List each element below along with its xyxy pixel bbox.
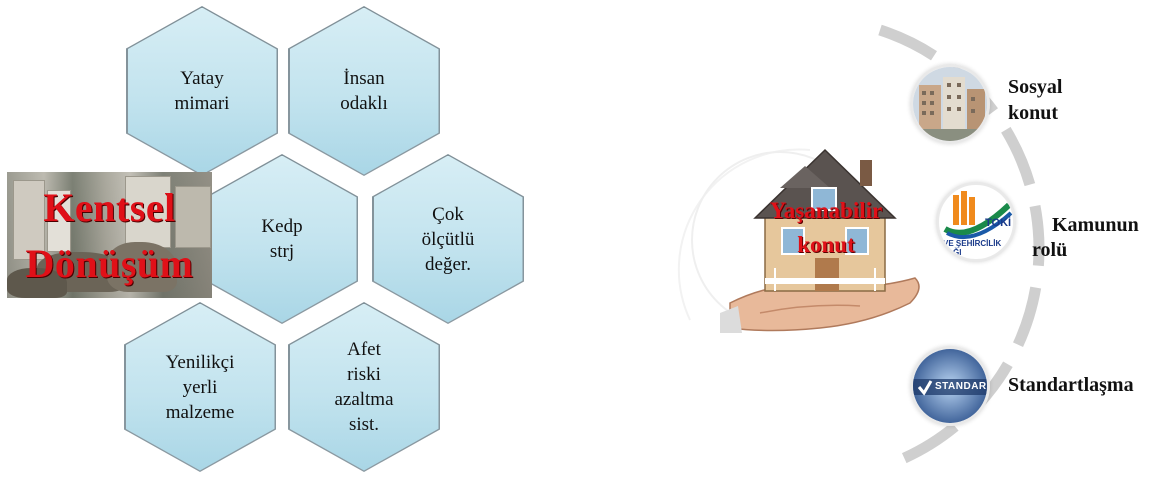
standard-check-icon: STANDARD	[910, 346, 990, 426]
hexagon-insan-odakli: İnsan odaklı	[288, 6, 440, 176]
kentsel-label: Kentsel	[43, 185, 176, 230]
hexagon-label: İnsan odaklı	[340, 68, 388, 114]
kamunun-label: Kamunun	[1052, 214, 1139, 236]
apartment-buildings-icon	[910, 64, 990, 144]
toki-logo-text: TOKİ	[985, 217, 1012, 229]
right-housing-diagram: Yaşanabilir konut Sosyal konut	[580, 0, 1159, 479]
konut-label: konut	[797, 232, 855, 257]
standartlasma-label: Standartlaşma	[1008, 374, 1134, 396]
hexagon-kedp-strj: Kedp strj	[206, 154, 358, 324]
urban-demolition-photo: Kentsel Dönüşüm	[7, 172, 212, 298]
hexagon-label: Yatay mimari	[174, 68, 230, 114]
hexagon-yatay-mimari: Yatay mimari	[126, 6, 278, 176]
hexagon-label: Çok ölçütlü değer.	[421, 203, 475, 275]
rolu-label: rolü	[1032, 239, 1068, 261]
house-in-hand-icon	[720, 148, 920, 333]
hexagon-label: Afet riski azaltma sist.	[334, 339, 394, 435]
hexagon-cok-olcutlu: Çok ölçütlü değer.	[372, 154, 524, 324]
toki-logo-subtext: VE ŞEHİRCİLİK	[943, 239, 1002, 248]
toki-logo-subtext2: ĞI	[953, 248, 962, 257]
hexagon-label: Kedp strj	[261, 216, 303, 262]
yasanabilir-label: Yaşanabilir	[769, 198, 883, 223]
hexagon-label: Yenilikçi yerli malzeme	[165, 351, 235, 423]
sosyal-konut-label: Sosyal konut	[1008, 76, 1063, 124]
standard-icon-text: STANDARD	[935, 381, 990, 392]
hexagon-afet-riski: Afet riski azaltma sist.	[288, 302, 440, 472]
donusum-label: Dönüşüm	[25, 241, 194, 286]
left-hexagon-diagram: Yatay mimari İnsan odaklı Kedp strj Çok …	[0, 0, 560, 479]
toki-logo-icon: TOKİ VE ŞEHİRCİLİK ĞI	[936, 182, 1016, 262]
hexagon-yenilikci-yerli: Yenilikçi yerli malzeme	[124, 302, 276, 472]
